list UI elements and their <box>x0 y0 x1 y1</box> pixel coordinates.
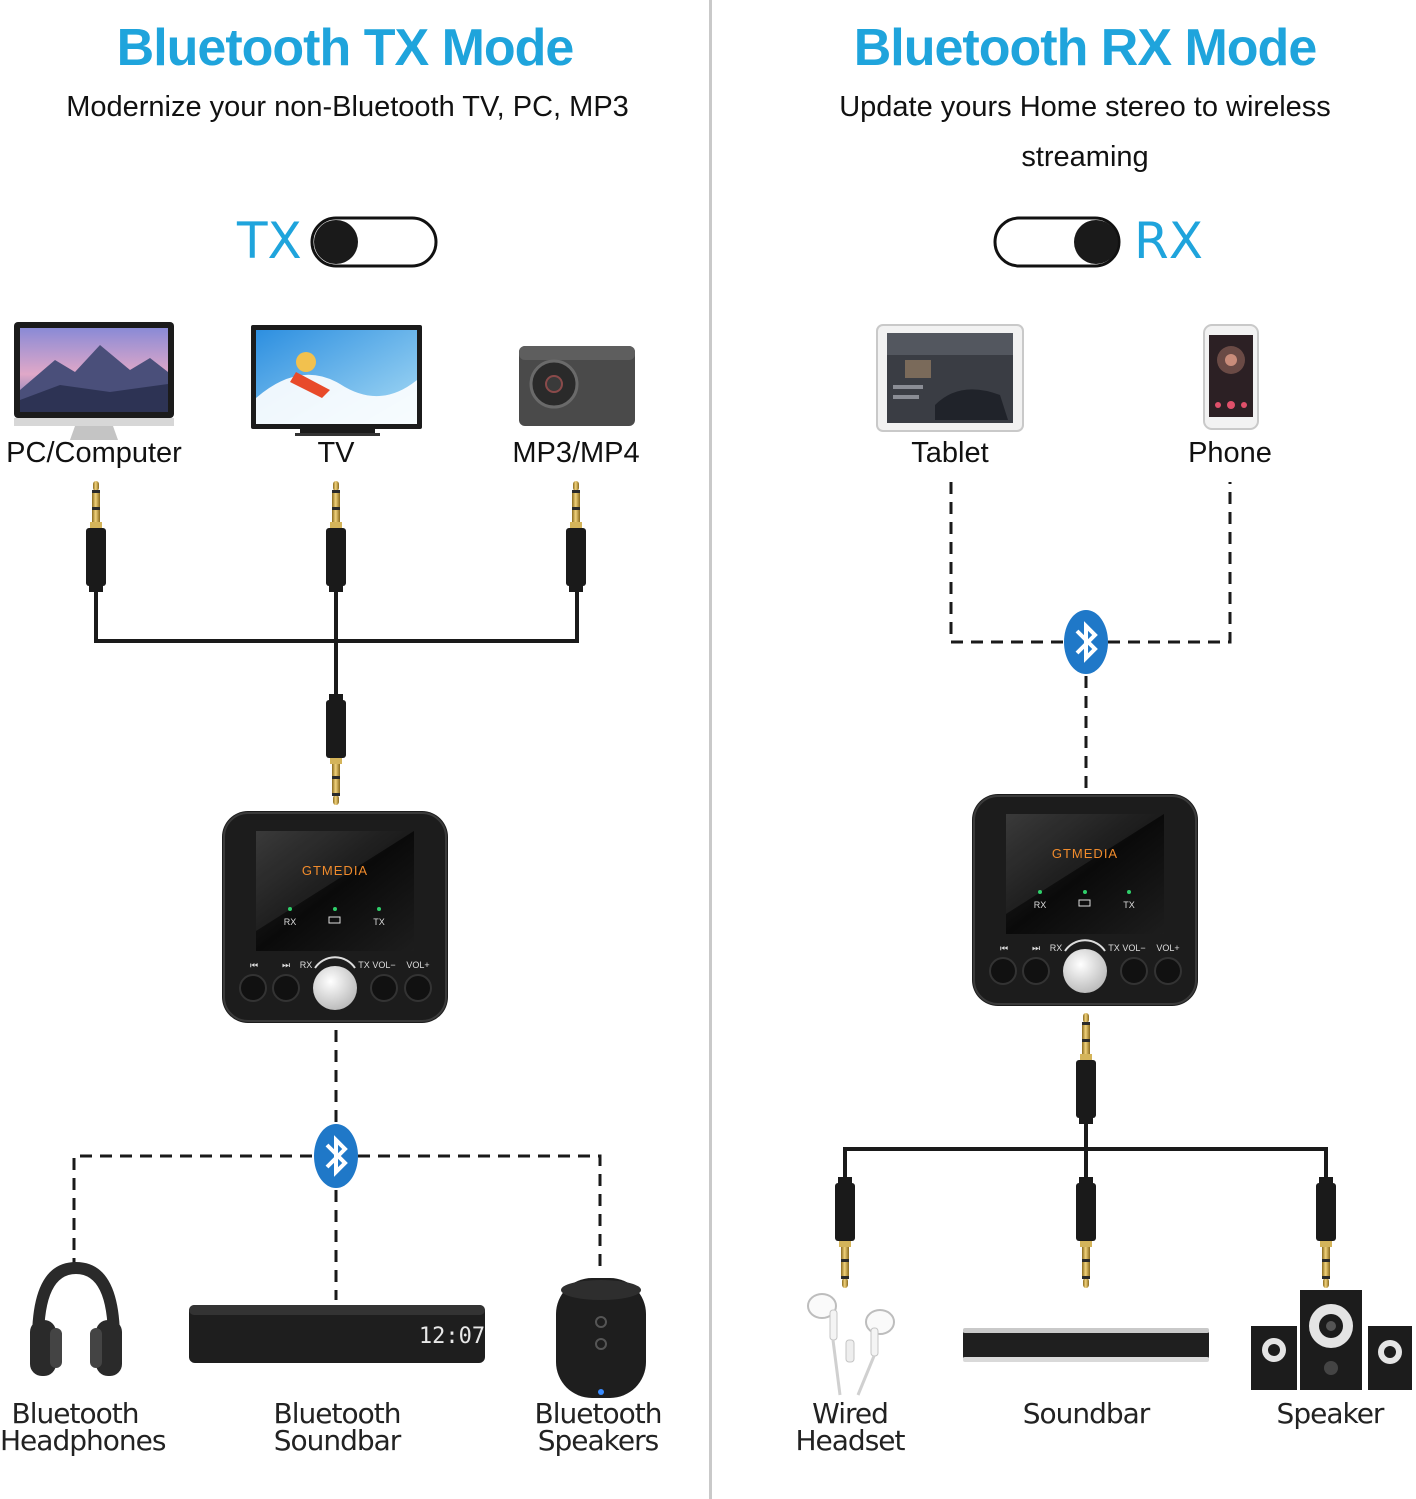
soundbar-icon <box>963 1328 1209 1362</box>
audio-jack-icon <box>326 481 346 592</box>
bluetooth-transmitter-device-tx <box>221 810 449 1024</box>
bluetooth-icon <box>312 1122 360 1190</box>
output-label-wired-headset: Wired Headset <box>780 1397 920 1457</box>
soundbar-clock-display: 12:07 <box>419 1324 485 1349</box>
audio-jack-icon <box>1076 1177 1096 1288</box>
mp3-player-icon <box>519 346 635 426</box>
rx-subtitle-line2: streaming <box>1021 141 1149 173</box>
bluetooth-receiver-device-rx <box>971 793 1199 1007</box>
tx-bluetooth-links <box>72 1030 602 1300</box>
rx-bluetooth-links <box>949 482 1232 790</box>
soundbar-icon: 12:07 <box>189 1305 485 1363</box>
output-label-headphones: Bluetooth Headphones <box>0 1397 166 1457</box>
audio-jack-icon <box>326 694 346 805</box>
tablet-icon <box>876 324 1024 432</box>
output-label-speakers: Bluetooth Speakers <box>523 1397 673 1457</box>
rx-cable-network <box>843 1119 1328 1182</box>
audio-jack-icon <box>566 481 586 592</box>
output-label-speaker: Speaker <box>1276 1397 1385 1430</box>
source-label-tablet: Tablet <box>911 437 989 469</box>
output-label-line: Wired <box>812 1397 889 1430</box>
tx-title: Bluetooth TX Mode <box>116 19 575 77</box>
headphones-icon <box>30 1261 122 1376</box>
rx-subtitle-line1: Update yours Home stereo to wireless <box>839 91 1331 123</box>
source-label-tv: TV <box>317 437 355 469</box>
monitor-icon <box>14 322 174 440</box>
source-label-mp3: MP3/MP4 <box>512 437 640 469</box>
audio-jack-icon <box>1076 1013 1096 1124</box>
tx-cable-network <box>94 587 579 698</box>
output-label-soundbar-rx: Soundbar <box>1022 1397 1151 1430</box>
rx-switch-label: RX <box>1134 212 1203 270</box>
bluetooth-icon <box>1062 608 1110 676</box>
audio-jack-icon <box>835 1177 855 1288</box>
source-label-phone: Phone <box>1188 437 1272 469</box>
output-label-line: Speakers <box>537 1424 659 1457</box>
speaker-set-icon <box>1251 1290 1412 1390</box>
audio-jack-icon <box>86 481 106 592</box>
rx-title: Bluetooth RX Mode <box>853 19 1318 77</box>
output-label-line: Bluetooth <box>11 1397 140 1430</box>
panel-divider <box>709 0 712 1499</box>
speaker-icon <box>556 1278 646 1398</box>
rx-toggle-switch <box>993 216 1121 268</box>
audio-jack-icon <box>1316 1177 1336 1288</box>
tv-icon <box>251 325 422 436</box>
phone-icon <box>1203 324 1259 430</box>
output-label-line: Soundbar <box>273 1424 402 1457</box>
source-label-pc: PC/Computer <box>6 437 182 469</box>
output-label-line: Bluetooth <box>534 1397 663 1430</box>
earphones-icon <box>807 1293 895 1396</box>
output-label-soundbar: Bluetooth Soundbar <box>262 1397 412 1457</box>
tx-switch-label: TX <box>237 212 302 270</box>
tx-toggle-switch <box>310 216 438 268</box>
output-label-line: Bluetooth <box>273 1397 402 1430</box>
tx-subtitle: Modernize your non-Bluetooth TV, PC, MP3 <box>66 91 629 123</box>
output-label-line: Headset <box>795 1424 905 1457</box>
output-label-line: Headphones <box>0 1424 166 1457</box>
